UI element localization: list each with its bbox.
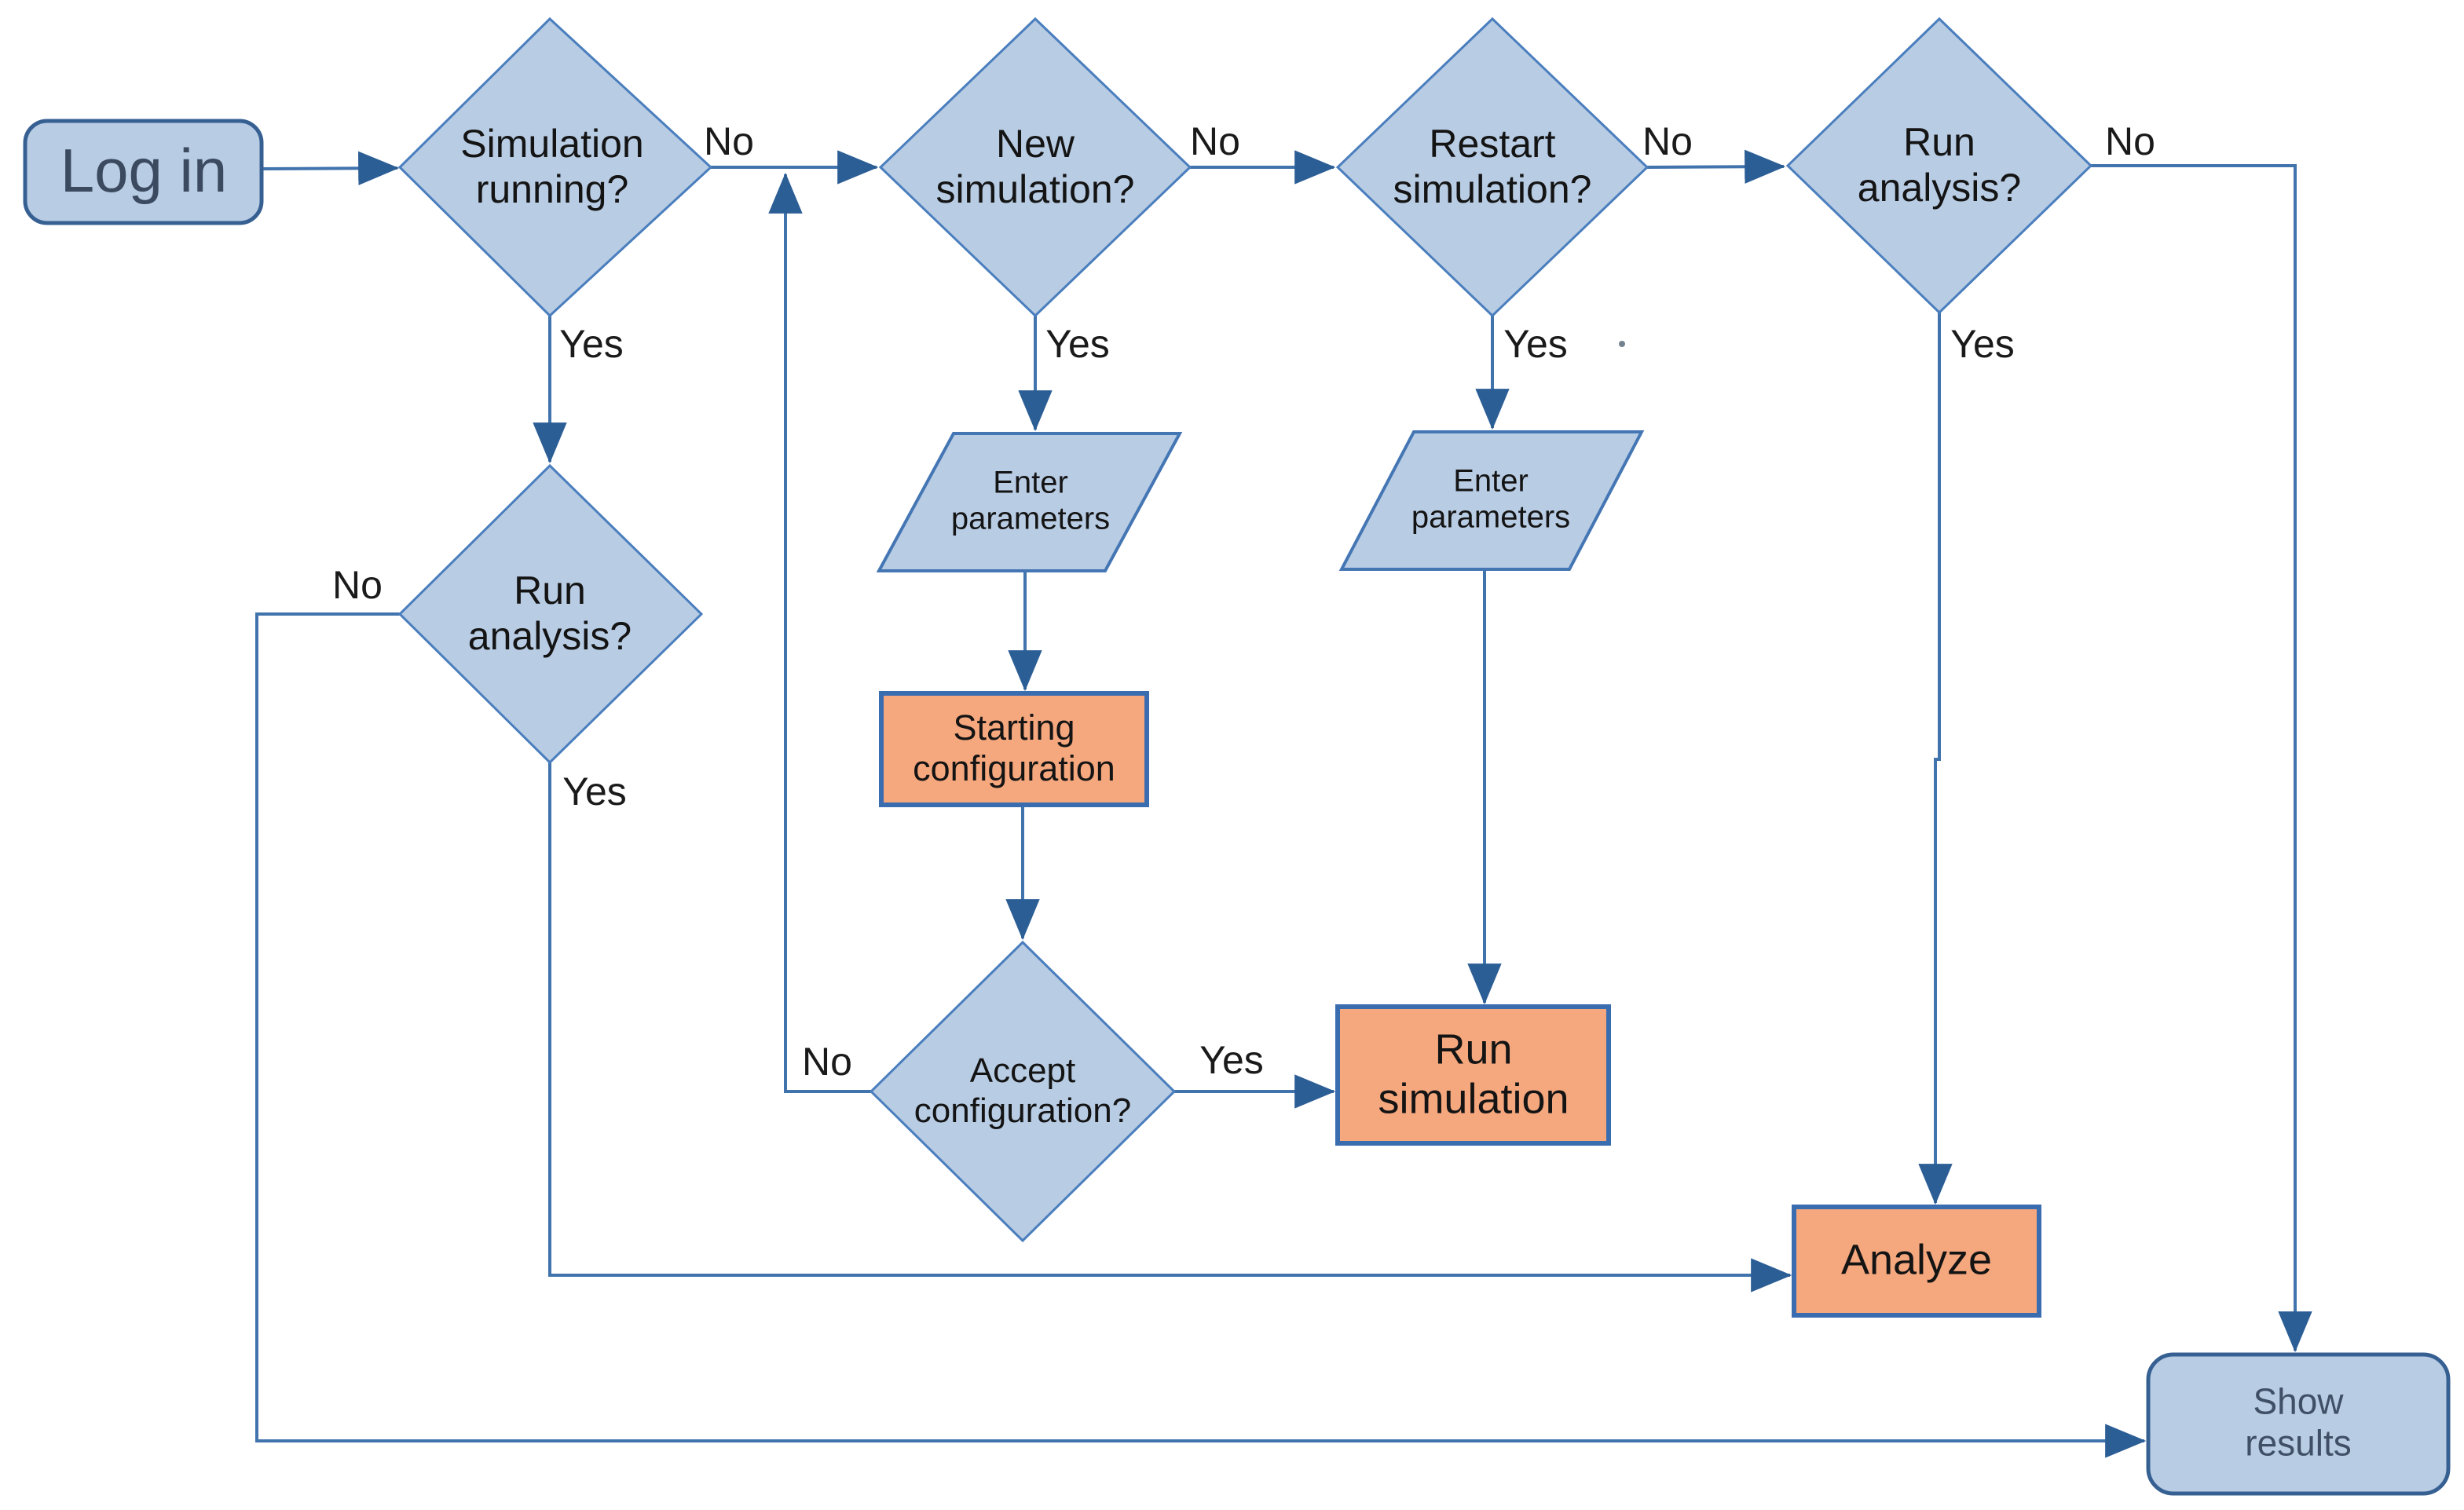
edge-label-new-sim-yes: Yes (1045, 322, 1110, 366)
node-run-analysis-left-shape (397, 463, 704, 765)
node-restart-sim-shape (1335, 16, 1649, 318)
node-run-simulation-shape (1335, 1004, 1611, 1146)
node-starting-config-label: Starting configuration (913, 707, 1115, 788)
edge-run-analysis-top-no (2091, 164, 2312, 1353)
edge-run-analysis-left-yes (548, 762, 1792, 1292)
node-run-analysis-left-label: Run analysis? (467, 569, 632, 658)
node-sim-running-shape (397, 16, 713, 318)
node-starting-config-shape (879, 691, 1149, 807)
node-login-shape (23, 119, 264, 225)
node-show-results-label: Show results (2245, 1380, 2352, 1464)
edge-run-analysis-left-no (255, 612, 2147, 1458)
node-accept-config-shape (869, 940, 1177, 1243)
edge-label-run-analysis-left-no: No (332, 563, 383, 607)
edge-login-to-sim-running (261, 151, 400, 185)
node-enter-params-2-label: Enter parameters (1411, 463, 1571, 535)
edge-label-sim-running-no: No (704, 119, 754, 163)
node-accept-config-label: Accept configuration? (913, 1051, 1132, 1130)
node-enter-params-1-label: Enter parameters (950, 465, 1111, 536)
edge-label-sim-running-yes: Yes (559, 322, 624, 366)
node-analyze-shape (1792, 1205, 2041, 1318)
node-new-sim-shape (878, 16, 1192, 318)
edge-label-accept-config-yes: Yes (1199, 1038, 1264, 1082)
edge-accept-config-no-loopback (768, 172, 871, 1093)
stray-dot (1619, 341, 1625, 347)
edge-label-run-analysis-top-no: No (2105, 119, 2155, 163)
node-run-simulation-label: Run simulation (1378, 1026, 1569, 1122)
node-restart-sim-label: Restart simulation? (1393, 122, 1592, 211)
node-sim-running-label: Simulation running? (460, 122, 644, 211)
edge-label-run-analysis-left-yes: Yes (562, 770, 627, 813)
edge-run-analysis-top-yes (1918, 313, 1953, 1205)
edge-label-new-sim-no: No (1190, 119, 1240, 163)
node-analyze-label: Analyze (1840, 1236, 1993, 1284)
node-run-analysis-top-label: Run analysis? (1857, 120, 2022, 210)
node-enter-params-2-shape (1338, 430, 1645, 571)
node-login-label: Log in (60, 135, 228, 205)
node-show-results-shape (2146, 1352, 2451, 1496)
edge-label-run-analysis-top-yes: Yes (1950, 322, 2015, 366)
edge-label-restart-no: No (1642, 119, 1693, 163)
node-new-sim-label: New simulation? (935, 122, 1135, 211)
node-enter-params-1-shape (876, 432, 1183, 572)
node-run-analysis-top-shape (1785, 16, 2093, 315)
edge-label-accept-config-no: No (802, 1040, 852, 1084)
edge-restart-no (1646, 149, 1786, 184)
edge-label-restart-yes: Yes (1503, 322, 1568, 366)
